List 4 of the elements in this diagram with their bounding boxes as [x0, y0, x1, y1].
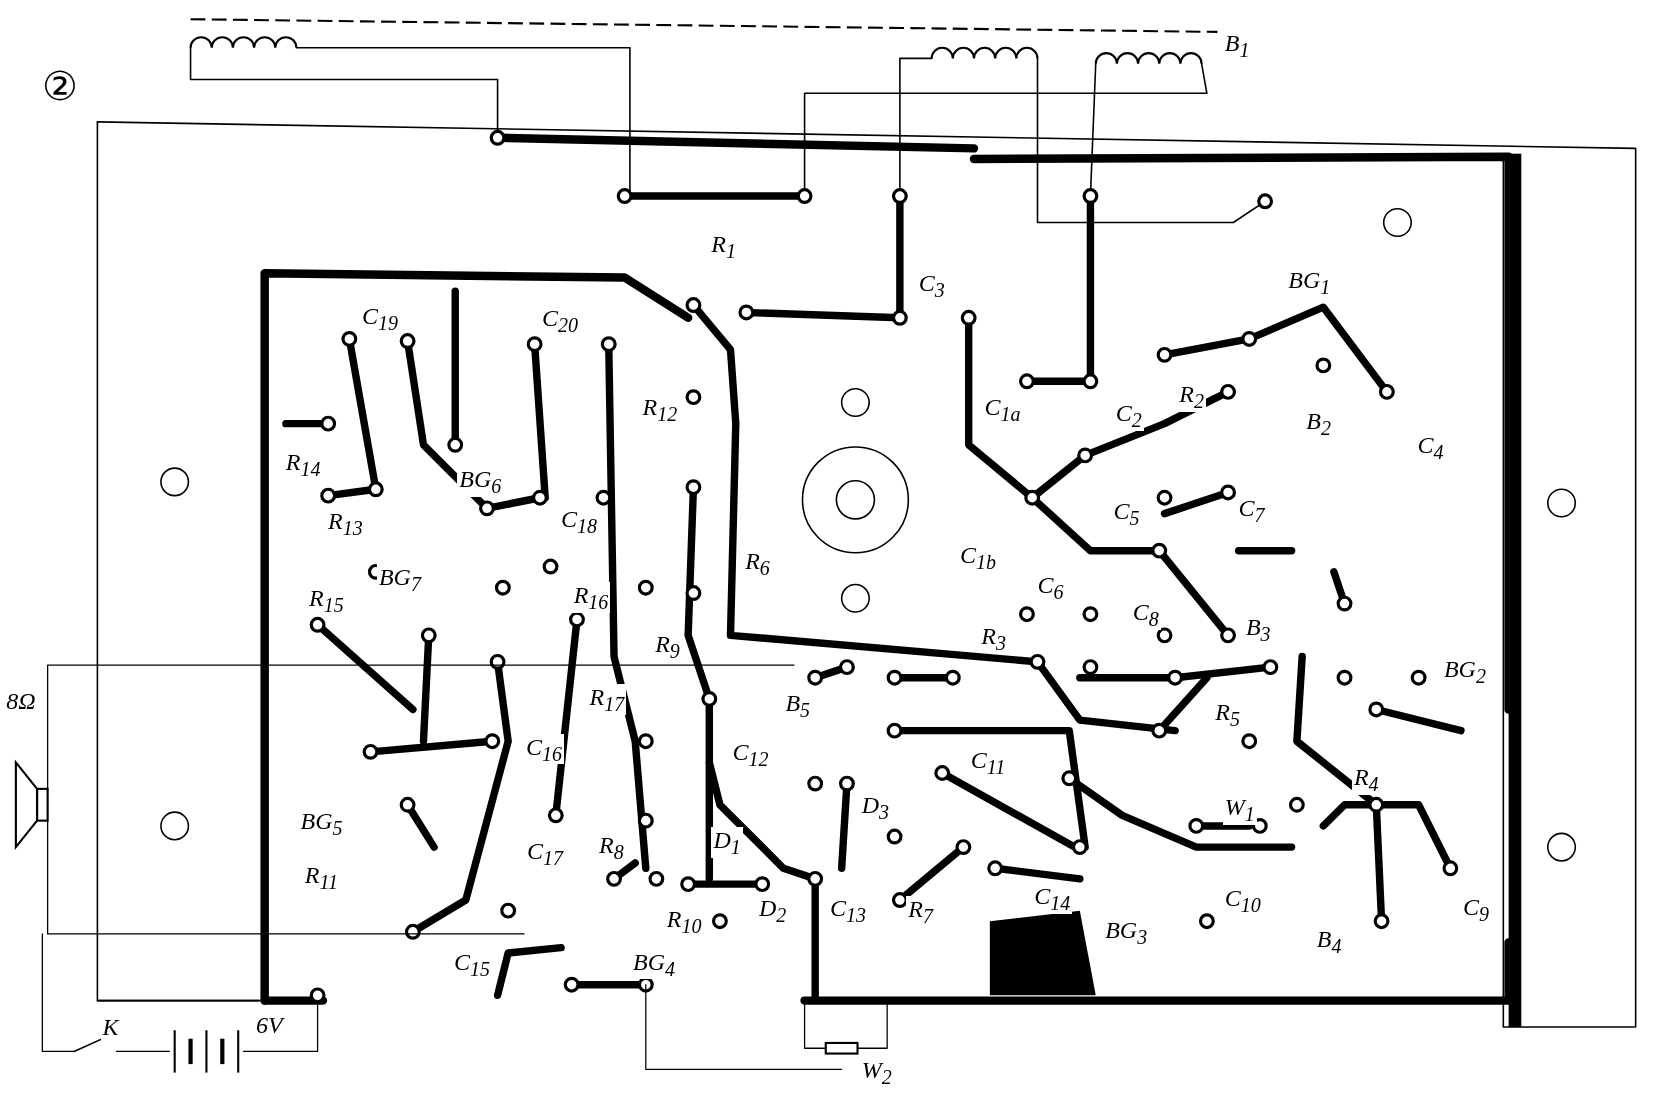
component-label: D$_{1}$: [711, 826, 743, 858]
component-label: C$_{16}$: [524, 733, 565, 765]
component-label: R$_{17}$: [587, 683, 627, 715]
component-label: R$_{16}$: [571, 582, 611, 614]
